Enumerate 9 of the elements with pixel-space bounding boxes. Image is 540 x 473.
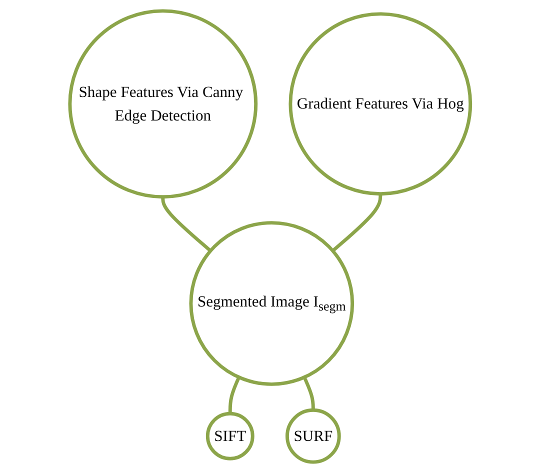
node-circle: Segmented Image I$_{segm}$ — [189, 221, 354, 386]
connector — [161, 196, 212, 252]
node-circle: Shape Features Via Canny Edge Detection — [68, 9, 258, 199]
node-circle: Gradient Features Via Hog — [288, 12, 472, 196]
connector — [228, 376, 240, 414]
node-circle: SURF — [285, 408, 341, 464]
connector — [302, 376, 315, 410]
node-circle: SIFT — [206, 412, 254, 460]
connector — [332, 194, 382, 252]
